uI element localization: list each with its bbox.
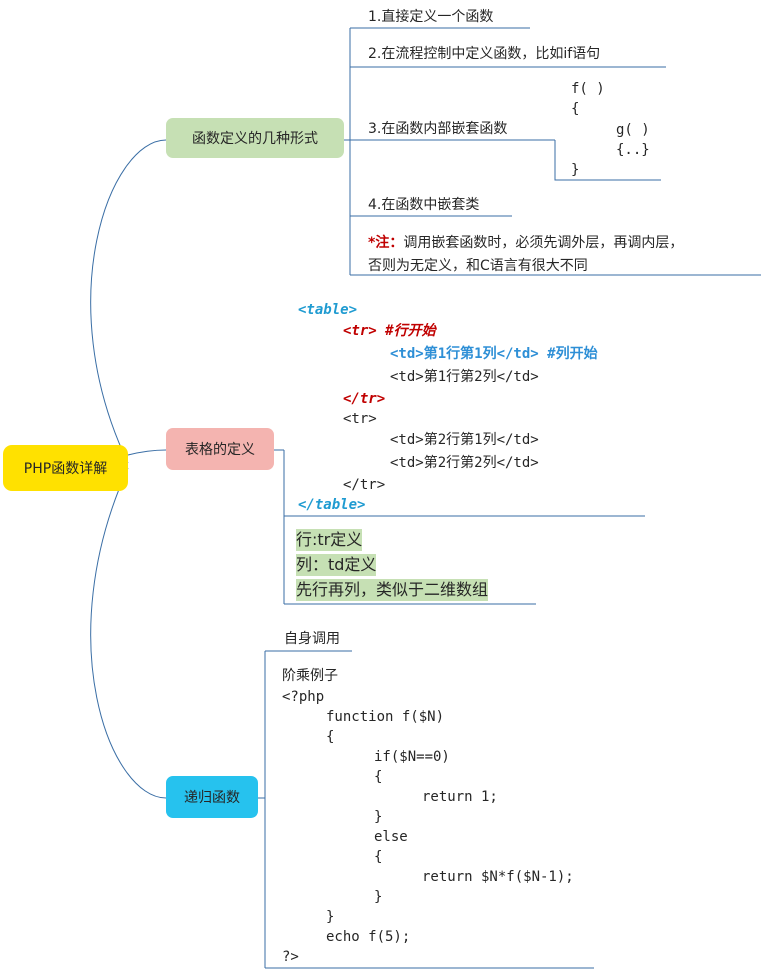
code-line: else [374, 829, 408, 845]
recursion-subtitle: 自身调用 [284, 631, 340, 647]
function-forms-node[interactable]: 函数定义的几种形式 [166, 118, 344, 158]
code-line: echo f(5); [326, 929, 411, 945]
code-table-close: </table> [298, 497, 366, 513]
note-line-1: *注：调用嵌套函数时，必须先调外层，再调内层， [368, 232, 683, 252]
code-line: if($N==0) [374, 749, 450, 765]
recursion-node[interactable]: 递归函数 [166, 776, 258, 818]
code-line: { [374, 849, 383, 865]
nested-code-line: } [571, 162, 580, 178]
code-line: return $N*f($N-1); [422, 869, 574, 885]
code-line: <td>第1行第2列</td> [390, 369, 539, 385]
code-td-open: <td> [390, 346, 424, 362]
code-line: { [374, 769, 383, 785]
table-node[interactable]: 表格的定义 [166, 428, 274, 470]
code-tr-comment: #行开始 [385, 323, 436, 339]
root-node[interactable]: PHP函数详解 [3, 445, 128, 491]
code-table-open: <table> [298, 302, 358, 318]
code-line: </tr> [343, 477, 386, 493]
code-title: 阶乘例子 [282, 668, 338, 684]
note-text: 调用嵌套函数时，必须先调外层，再调内层， [403, 235, 684, 251]
code-line: <tr> [343, 411, 377, 427]
code-td-close: </td> [496, 346, 539, 362]
code-line: } [374, 809, 383, 825]
nested-code-line: g( ) [616, 122, 650, 138]
code-line: ?> [282, 949, 299, 965]
code-line: return 1; [422, 789, 498, 805]
nested-code-line: f( ) [571, 81, 605, 97]
function-form-item: 3.在函数内部嵌套函数 [368, 121, 508, 137]
nested-code-line: { [571, 101, 580, 117]
summary-line: 列：td定义 [296, 554, 377, 576]
note-prefix: *注： [368, 235, 404, 251]
nested-code-line: {..} [616, 142, 650, 158]
code-td-text: 第1行第1列 [423, 346, 497, 362]
function-form-item: 2.在流程控制中定义函数，比如if语句 [368, 46, 601, 62]
code-td-comment: #列开始 [547, 346, 598, 362]
summary-line: 行:tr定义 [296, 529, 363, 551]
code-line: <?php [282, 689, 325, 705]
code-line: { [326, 729, 335, 745]
code-tr-close: </tr> [343, 391, 386, 407]
function-form-item: 4.在函数中嵌套类 [368, 197, 480, 213]
code-line: } [326, 909, 335, 925]
code-line: } [374, 889, 383, 905]
function-form-item: 1.直接定义一个函数 [368, 9, 494, 25]
summary-line: 先行再列，类似于二维数组 [296, 579, 489, 601]
code-tr-open: <tr> [343, 323, 377, 339]
note-line-2: 否则为无定义，和C语言有很大不同 [368, 258, 588, 274]
code-line: <td>第2行第1列</td> [390, 432, 539, 448]
code-line: <td>第2行第2列</td> [390, 455, 539, 471]
code-line: function f($N) [326, 709, 445, 725]
